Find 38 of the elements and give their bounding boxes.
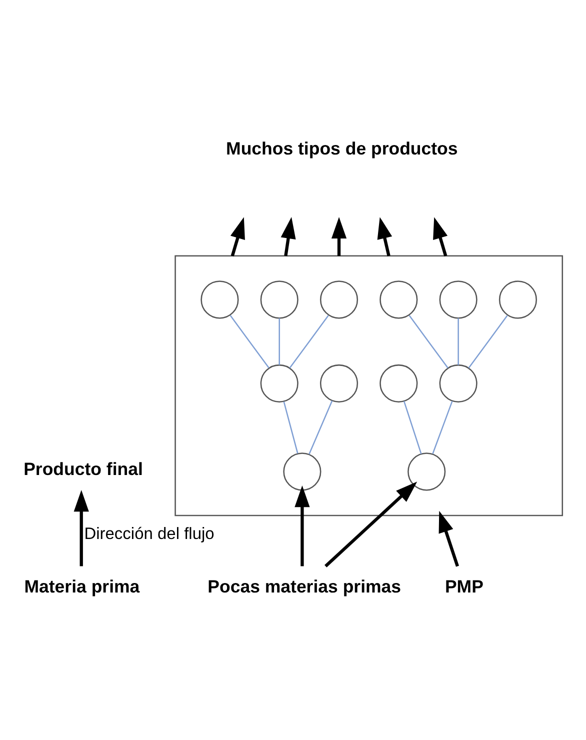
node-circle <box>439 364 478 402</box>
arrow <box>230 217 245 256</box>
connector <box>308 400 333 455</box>
node-circle <box>408 452 446 491</box>
node-circle <box>380 280 418 319</box>
arrow <box>438 510 459 567</box>
arrow <box>377 217 392 256</box>
node-circle <box>320 364 358 402</box>
node-circle <box>260 280 298 319</box>
connector <box>283 401 298 454</box>
node-circle <box>320 280 358 319</box>
connector <box>458 318 459 365</box>
connector <box>432 400 453 454</box>
edge-label: Dirección del flujo <box>84 524 214 543</box>
node-circle <box>200 280 239 319</box>
node-text: Pocas materias primas <box>208 576 402 597</box>
connector <box>403 401 422 454</box>
cluster <box>174 255 564 516</box>
node-circle <box>498 280 537 319</box>
node-circle <box>260 364 298 402</box>
connector <box>278 318 280 365</box>
node-circle <box>283 452 322 491</box>
arrow <box>294 486 310 566</box>
connector <box>230 315 270 368</box>
arrow <box>74 490 89 566</box>
connector <box>468 315 508 368</box>
arrow <box>433 217 448 256</box>
connector <box>408 315 448 368</box>
node-text: Materia prima <box>24 576 140 597</box>
node-text: PMP <box>444 576 484 597</box>
label: Muchos tipos de productos <box>226 138 458 158</box>
connector <box>289 315 329 368</box>
arrow <box>324 482 418 568</box>
node-text: Producto final <box>24 459 143 480</box>
node-circle <box>439 280 478 319</box>
arrow <box>280 216 296 256</box>
node-circle <box>380 364 418 402</box>
arrow <box>331 216 347 256</box>
